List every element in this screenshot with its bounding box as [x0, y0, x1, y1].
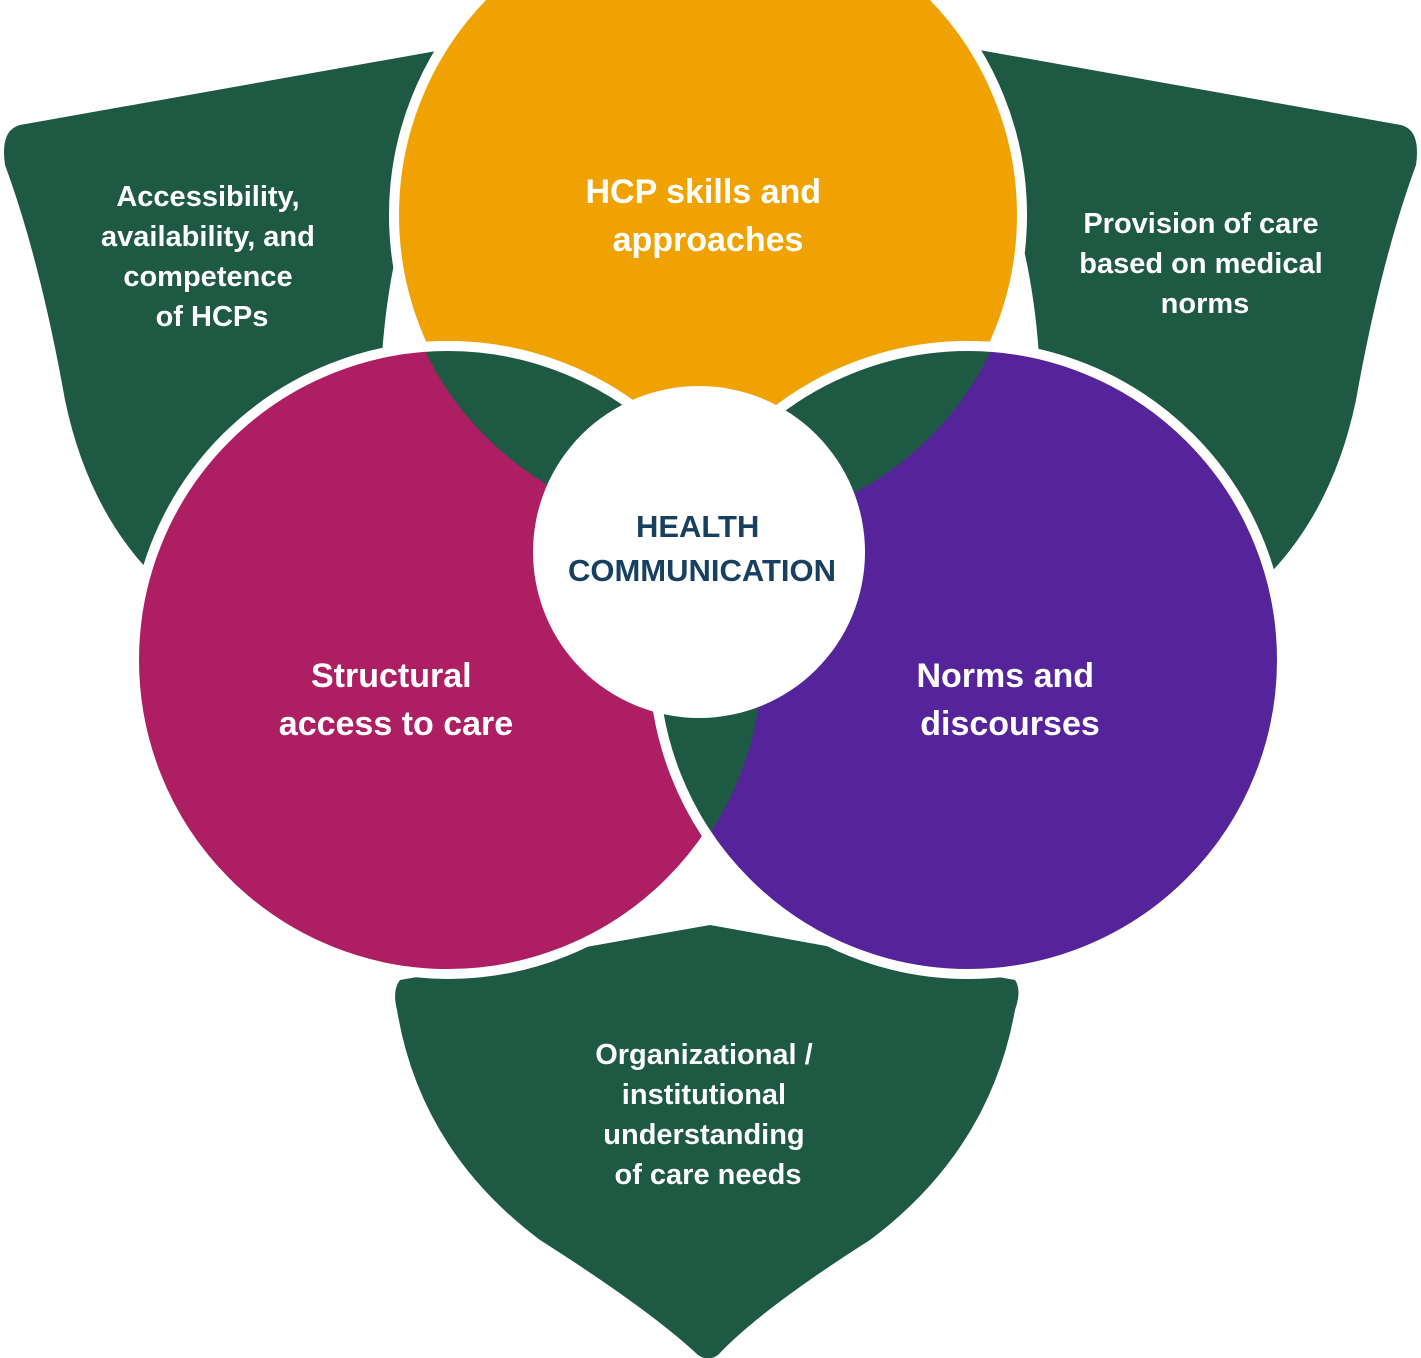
petal-bottom-label-line: institutional [622, 1079, 786, 1111]
petal-top-right-label-line: Provision of care [1083, 208, 1318, 240]
petal-bottom-label-line: of care needs [615, 1159, 802, 1191]
circle-right-label-line: Norms and [916, 657, 1094, 695]
petal-top-left-label-line: competence [123, 261, 292, 293]
petal-bottom-label: Organizational / institutional understan… [595, 1039, 821, 1191]
circle-top-label: HCP skills and approaches [585, 173, 830, 259]
petal-top-right-label-line: norms [1161, 288, 1250, 320]
center-label: HEALTH COMMUNICATION [568, 509, 836, 588]
circle-right-label-line: discourses [920, 705, 1100, 743]
petal-top-right-label: Provision of care based on medical norms [1079, 208, 1330, 320]
petal-top-left-label: Accessibility, availability, and compete… [101, 181, 323, 333]
circle-right-label: Norms and discourses [916, 657, 1103, 743]
center-label-line: HEALTH [636, 509, 759, 544]
center-label-line: COMMUNICATION [568, 553, 836, 588]
petal-top-left [4, 45, 487, 590]
petal-top-left-label-line: availability, and [101, 221, 315, 253]
petal-bottom [395, 925, 1019, 1358]
petal-bottom-label-line: understanding [603, 1119, 804, 1151]
petal-top-left-label-line: Accessibility, [116, 181, 299, 213]
petal-top-left-label-line: of HCPs [156, 301, 269, 333]
circle-left-label-line: Structural [311, 657, 472, 695]
petal-top-right-label-line: based on medical [1079, 248, 1322, 280]
circle-left-label-line: access to care [279, 705, 513, 743]
circle-top-label-line: approaches [613, 221, 804, 259]
circle-top-label-line: HCP skills and [585, 173, 821, 211]
center-circle [533, 386, 865, 718]
petal-bottom-label-line: Organizational / [595, 1039, 813, 1071]
petal-top-right [934, 45, 1417, 590]
circle-left-label: Structural access to care [279, 657, 513, 743]
